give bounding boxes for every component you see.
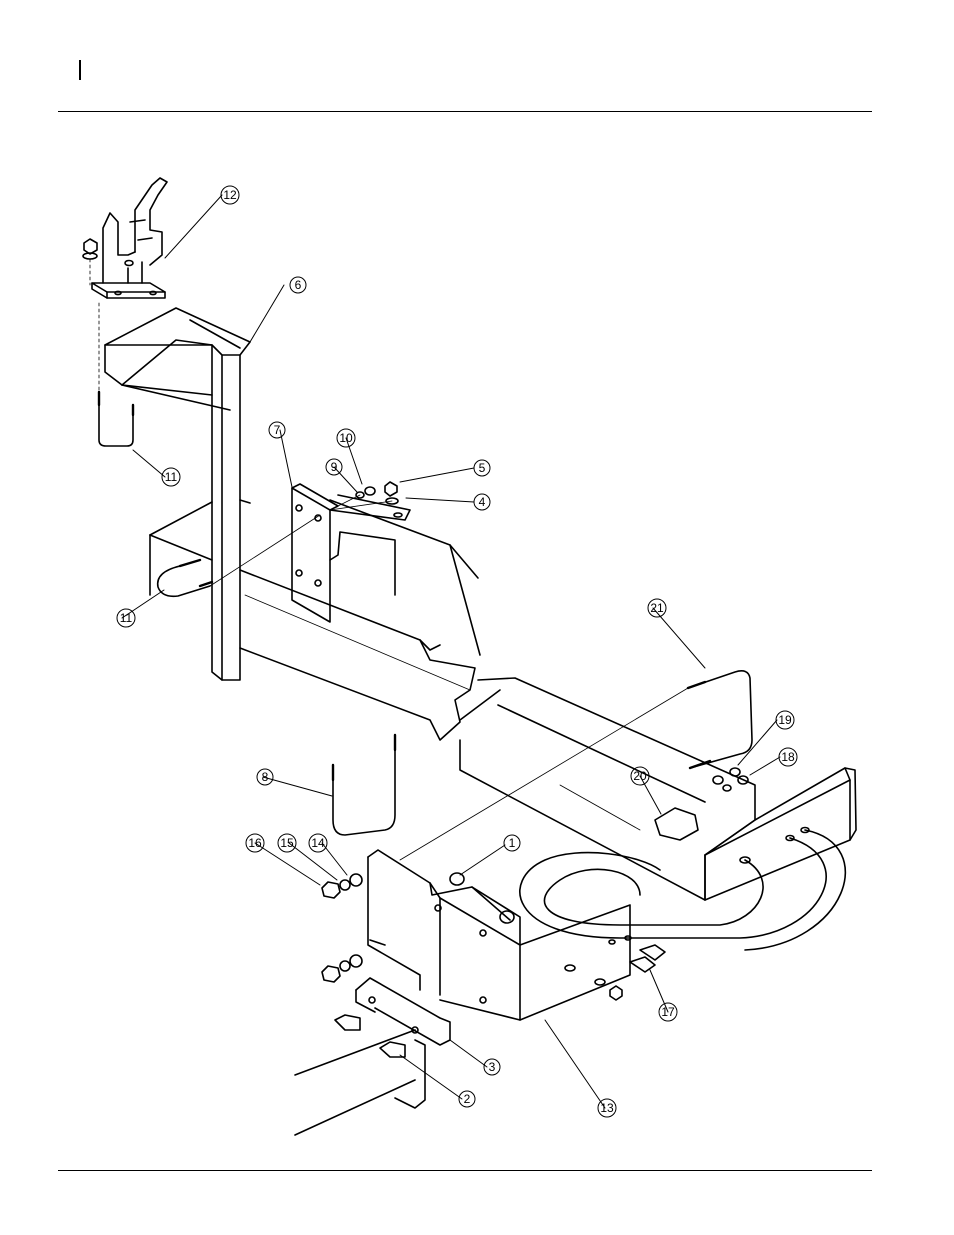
callout-15: 15 <box>278 834 296 852</box>
callout-7: 7 <box>269 422 285 438</box>
u-bolt-part-11-upper <box>99 300 133 446</box>
callout-leaders <box>122 195 780 1108</box>
callout-label: 5 <box>479 461 486 475</box>
callout-label: 1 <box>509 836 516 850</box>
callout-1: 1 <box>504 835 520 851</box>
callout-21: 21 <box>648 599 666 617</box>
tag-part-20 <box>560 785 698 840</box>
callout-13: 13 <box>598 1099 616 1117</box>
callout-label: 4 <box>479 495 486 509</box>
bracket-part-12 <box>92 178 167 298</box>
callout-label: 16 <box>248 836 262 850</box>
callout-10: 10 <box>337 429 355 447</box>
axle-bar <box>295 1030 415 1135</box>
callout-label: 12 <box>223 188 237 202</box>
callout-label: 20 <box>633 769 647 783</box>
callout-label: 3 <box>489 1060 496 1074</box>
callout-label: 14 <box>311 836 325 850</box>
callout-19: 19 <box>776 711 794 729</box>
callout-label: 9 <box>331 460 338 474</box>
callout-label: 18 <box>781 750 795 764</box>
callout-18: 18 <box>779 748 797 766</box>
callout-label: 15 <box>280 836 294 850</box>
callout-label: 7 <box>274 423 281 437</box>
callout-8: 8 <box>257 769 273 785</box>
mount-part-13 <box>368 850 631 1020</box>
callout-label: 17 <box>661 1005 675 1019</box>
u-bolt-part-11-lower <box>158 515 320 596</box>
callout-12: 12 <box>221 186 239 204</box>
hose-loops <box>520 830 845 950</box>
callout-label: 13 <box>600 1101 614 1115</box>
nut-washer-top-left <box>83 239 97 285</box>
callout-label: 19 <box>778 713 792 727</box>
clamp-part-3 <box>356 978 450 1108</box>
callout-17: 17 <box>659 1003 677 1021</box>
callout-label: 21 <box>650 601 664 615</box>
callout-label: 8 <box>262 770 269 784</box>
callout-4: 4 <box>474 494 490 510</box>
callout-label: 6 <box>295 278 302 292</box>
callout-6: 6 <box>290 277 306 293</box>
callout-5: 5 <box>474 460 490 476</box>
main-tube-left <box>150 500 480 740</box>
u-bolt-part-8 <box>333 735 395 835</box>
bolts-parts-2-17 <box>335 945 665 1057</box>
callout-label: 2 <box>464 1092 471 1106</box>
callout-14: 14 <box>309 834 327 852</box>
callout-label: 11 <box>165 470 178 484</box>
callout-9: 9 <box>326 459 342 475</box>
callout-11-lower: 11 <box>117 609 135 627</box>
callout-16: 16 <box>246 834 264 852</box>
callout-20: 20 <box>631 767 649 785</box>
callout-11-upper: 11 <box>162 468 180 486</box>
callout-label: 10 <box>339 431 353 445</box>
callout-label: 11 <box>120 611 133 625</box>
